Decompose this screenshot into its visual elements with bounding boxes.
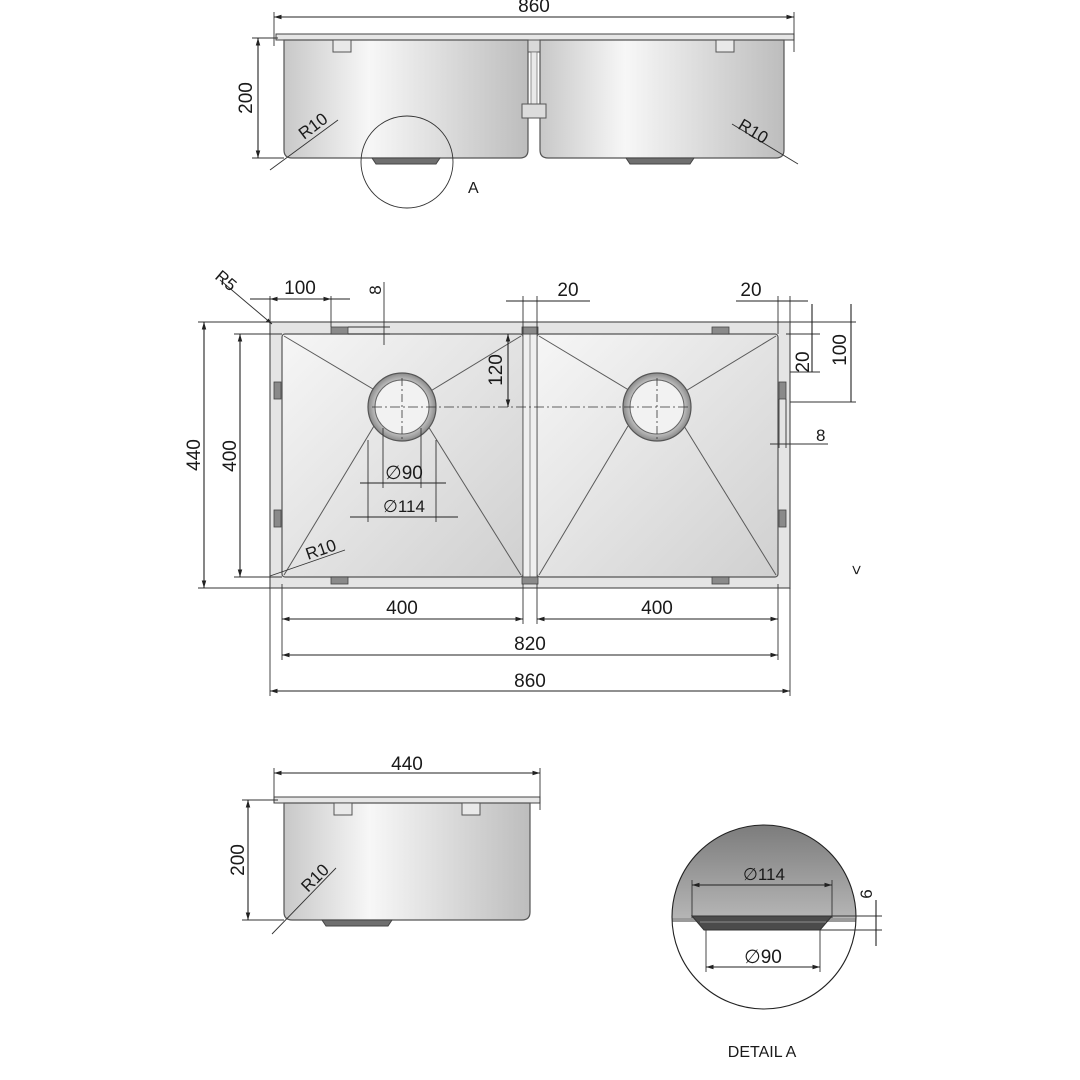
- plan-clip-top-right: [711, 326, 730, 335]
- front-left-bowl: [283, 39, 529, 159]
- plan-left-offset-label: 100: [284, 278, 316, 299]
- side-height-label: 200: [228, 844, 249, 876]
- detail-inner-diameter-label: ∅90: [744, 947, 782, 968]
- plan-clip-top-left: [330, 326, 349, 335]
- side-view: 440 200 R10: [228, 754, 541, 935]
- plan-clip-left-bottom: [273, 509, 282, 528]
- front-drain-left: [371, 157, 441, 165]
- front-divider-base: [521, 103, 547, 119]
- plan-edge-margin-total-label: 100: [830, 334, 851, 366]
- plan-drain-offset-label: 120: [486, 354, 507, 386]
- detail-a: ∅114 ∅90 6 DETAIL A: [671, 824, 882, 1061]
- plan-stray-mark: <: [847, 565, 866, 575]
- plan-edge-margin-label: 20: [793, 351, 814, 372]
- plan-drain-outer-label: ∅114: [383, 497, 425, 516]
- plan-right-bowl: [536, 333, 779, 578]
- plan-overall-height-label: 440: [184, 439, 205, 471]
- plan-clip-top-mid: [521, 326, 539, 335]
- front-rim: [275, 33, 795, 41]
- side-clip-right: [461, 802, 481, 816]
- front-clip-left: [332, 39, 352, 53]
- front-radius-left-leader: [269, 119, 339, 171]
- detail-a-marker-circle: [360, 115, 454, 209]
- plan-clip-bottom-left: [330, 576, 349, 585]
- front-radius-right-leader: [731, 123, 799, 165]
- plan-drain-inner-label: ∅90: [385, 463, 423, 484]
- front-divider-web: [530, 51, 538, 105]
- plan-mid-gap-label: 20: [557, 280, 578, 301]
- front-right-bowl: [539, 39, 785, 159]
- front-clip-right: [715, 39, 735, 53]
- front-view: A 860 200 R10 R10: [236, 0, 799, 209]
- detail-a-circle: [671, 824, 857, 1010]
- side-clip-left: [333, 802, 353, 816]
- front-height-label: 200: [236, 82, 257, 114]
- front-divider-clip: [527, 39, 541, 53]
- plan-clip-right-top: [778, 381, 787, 400]
- plan-clip-left-top: [273, 381, 282, 400]
- front-width-label: 860: [518, 0, 550, 17]
- detail-depth-label: 6: [857, 889, 876, 898]
- side-drain: [321, 919, 393, 927]
- plan-bowl-height-label: 400: [220, 440, 241, 472]
- side-rim: [273, 796, 541, 804]
- plan-right-gap-label: 20: [740, 280, 761, 301]
- side-bowl: [283, 802, 531, 921]
- plan-clip-right-bottom: [778, 509, 787, 528]
- detail-outer-diameter-label: ∅114: [743, 865, 785, 884]
- front-drain-right: [625, 157, 695, 165]
- detail-a-marker-label: A: [468, 180, 479, 197]
- plan-clip-thickness-label: 8: [366, 285, 385, 294]
- plan-corner-radius-label: R5: [211, 267, 240, 296]
- plan-overall-width-label: 860: [514, 671, 546, 692]
- plan-side-clip-label: 8: [816, 426, 825, 445]
- plan-clip-bottom-mid: [521, 576, 539, 585]
- plan-bowls-total-label: 820: [514, 634, 546, 655]
- plan-clip-bottom-right: [711, 576, 730, 585]
- side-width-label: 440: [391, 754, 423, 775]
- plan-right-bowl-width-label: 400: [641, 598, 673, 619]
- detail-a-caption: DETAIL A: [728, 1044, 797, 1061]
- plan-left-bowl-width-label: 400: [386, 598, 418, 619]
- plan-view: R5 100 8 20 20 20 100 120: [184, 267, 866, 696]
